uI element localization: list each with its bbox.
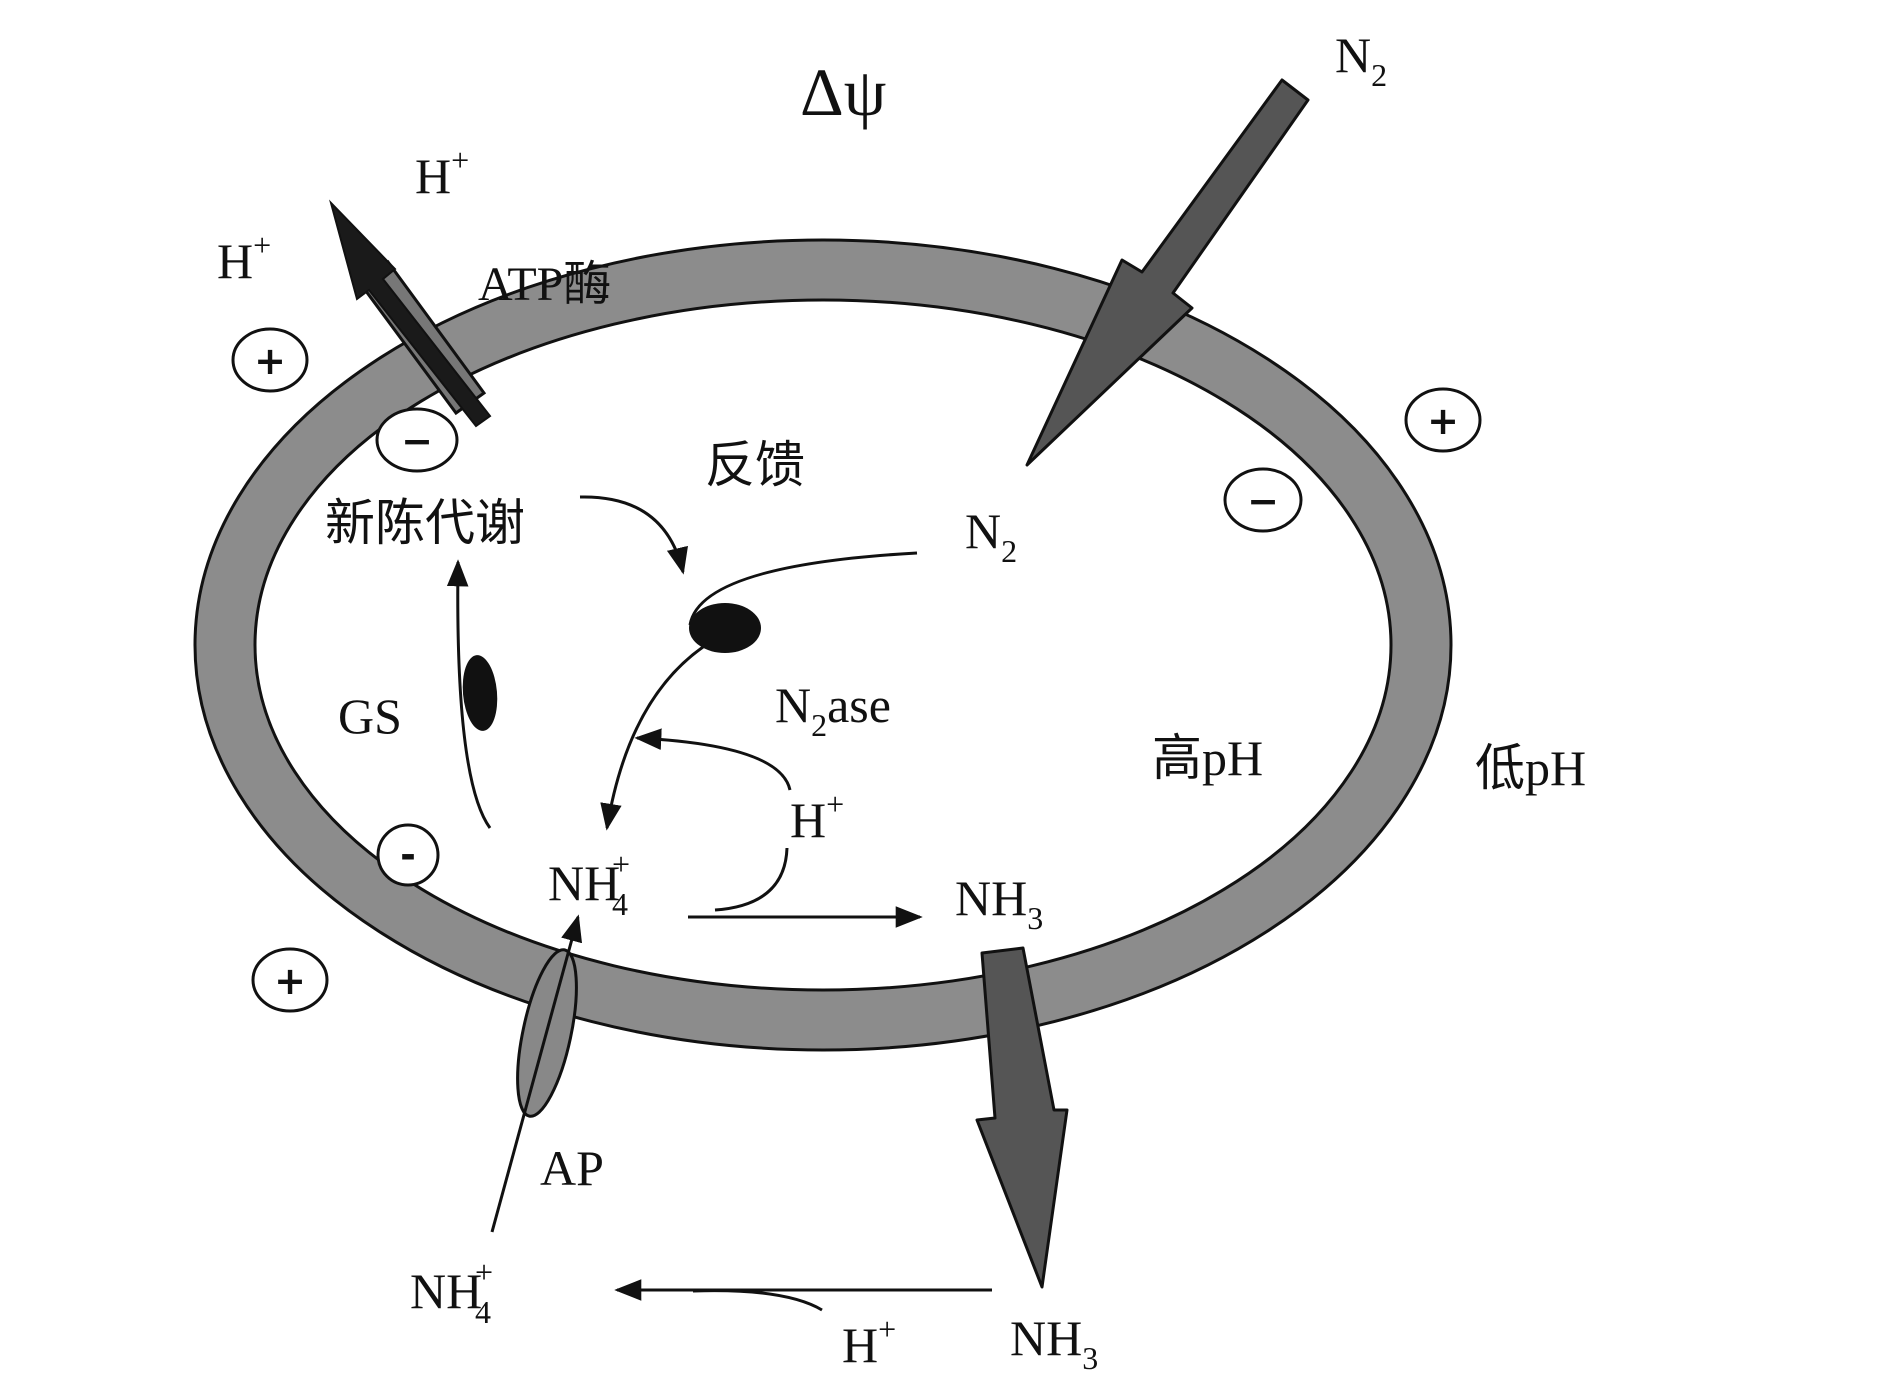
charge-minus-inner-right: −: [1223, 467, 1303, 533]
nitrogenase-label: N2ase: [775, 677, 891, 743]
svg-text:−: −: [1247, 479, 1279, 523]
nitrogenase-enzyme: [689, 603, 761, 653]
n2-reduction-path: [688, 551, 918, 626]
n2-influx-arrow: [1025, 78, 1310, 467]
ammonium-inner-label: NH+4: [548, 846, 630, 922]
charge-minus-inner-bottom-left: -: [376, 823, 440, 887]
proton-left-label: H+: [217, 227, 271, 289]
gs-enzyme: [462, 655, 498, 731]
charge-plus-outer-left: +: [231, 327, 309, 393]
low-ph-label: 低pH: [1475, 740, 1586, 796]
ap-uptake-arrow: [490, 914, 583, 1233]
proton-uptake-curve: [692, 1289, 823, 1312]
ap-label: AP: [540, 1140, 604, 1196]
ammonia-inner-label: NH3: [955, 870, 1043, 936]
charge-minus-inner-left: −: [375, 407, 459, 473]
cell-membrane: [195, 240, 1451, 1050]
feedback-arrow: [579, 495, 688, 575]
charge-plus-outer-right: +: [1404, 387, 1482, 453]
membrane-potential-label: Δψ: [800, 54, 886, 130]
n2-to-nh4-arrow: [600, 645, 704, 831]
nh3-efflux-arrow: [975, 946, 1069, 1289]
atpase-label: ATP酶: [478, 258, 611, 311]
n2-inside-label: N2: [965, 503, 1017, 569]
membrane-outer-edge: [193, 238, 1453, 1052]
svg-text:+: +: [254, 339, 286, 383]
charge-plus-outer-bottom-left: +: [251, 947, 329, 1013]
proton-release-curve: [714, 847, 789, 912]
membrane-inner-edge: [253, 298, 1393, 992]
proton-bottom-label: H+: [842, 1311, 896, 1373]
atpase-proton-arrow: [329, 199, 492, 428]
metabolism-label: 新陈代谢: [325, 495, 525, 551]
gs-assimilation-arrow: [446, 559, 492, 829]
svg-text:−: −: [401, 419, 433, 463]
n2-outside-label: N2: [1335, 27, 1387, 93]
svg-text:+: +: [274, 959, 306, 1003]
ammonia-outer-label: NH3: [1010, 1310, 1098, 1376]
high-ph-label: 高pH: [1152, 730, 1263, 786]
proton-inner-label: H+: [790, 786, 844, 848]
gs-label: GS: [338, 688, 402, 744]
proton-to-nitrogenase-arrow: [634, 728, 792, 791]
ammonium-outer-label: NH+4: [410, 1254, 493, 1330]
svg-text:-: -: [400, 833, 416, 877]
svg-text:+: +: [1427, 399, 1459, 443]
feedback-label: 反馈: [705, 437, 805, 493]
proton-top-label: H+: [415, 142, 469, 204]
